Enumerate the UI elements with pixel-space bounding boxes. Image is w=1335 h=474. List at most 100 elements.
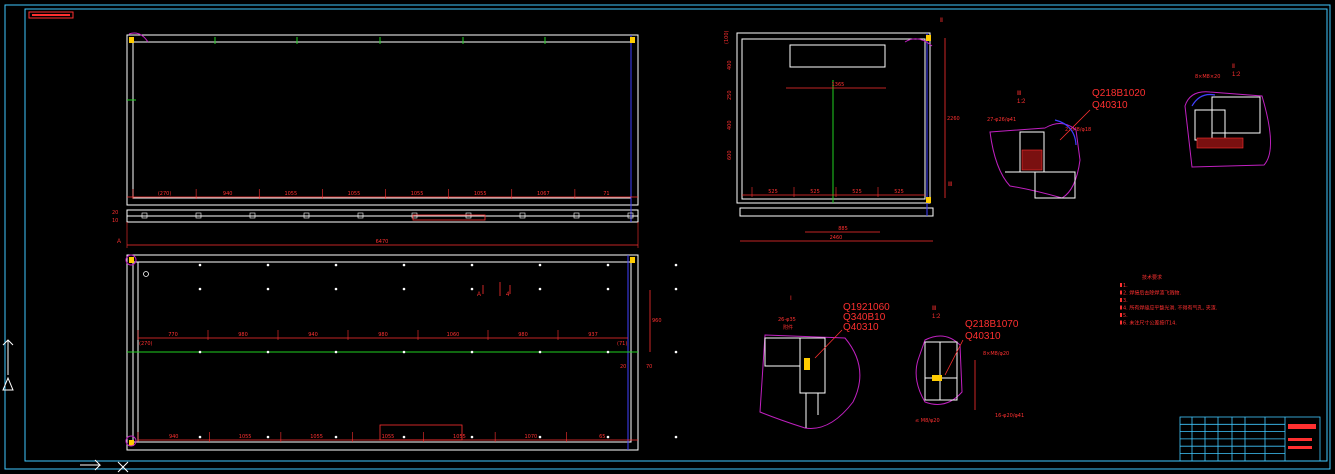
- bottom-hole-18: [334, 350, 338, 354]
- title-block-name: [1288, 424, 1316, 429]
- bottom-hole-29: [538, 435, 542, 439]
- top-fastener-6: [465, 212, 472, 219]
- bottom-hole-10: [334, 287, 338, 291]
- top-left-height-a: 20: [112, 210, 118, 216]
- end-top-right-mark: Ⅱ: [940, 18, 943, 24]
- technical-notes[interactable]: 技术要求 1.2. 焊接后去除焊渣飞溅物.3.4. 所有焊缝应平整光滑, 不得有…: [1120, 274, 1218, 327]
- end-view-detail-arc: [904, 38, 933, 47]
- detail-1-accent: [1054, 119, 1077, 146]
- top-dim-1: 940: [223, 191, 233, 197]
- bottom-low-dim-3: 1055: [382, 434, 395, 440]
- top-fastener-3: [303, 212, 310, 219]
- top-view-corner-marks: [129, 37, 635, 43]
- top-dim-6: 1067: [537, 191, 550, 197]
- note-bullet-0: [1120, 283, 1122, 287]
- bottom-hole-17: [266, 350, 270, 354]
- top-view-center-ticks: [127, 37, 546, 101]
- bottom-hole-23: [674, 350, 678, 354]
- bottom-hole-0: [198, 263, 202, 267]
- bottom-hole-15: [674, 287, 678, 291]
- detail-3-code2: Q340B10: [843, 312, 886, 323]
- bottom-right-tag: (71): [617, 341, 627, 347]
- top-left-marker: A: [117, 239, 121, 245]
- bottom-hole-13: [538, 287, 542, 291]
- top-fastener-0: [141, 212, 148, 219]
- bottom-view-bolt-holes: [198, 263, 678, 439]
- end-top-dim: 1365: [832, 82, 845, 88]
- bottom-right-small-b: 70: [646, 364, 652, 370]
- note-bullet-4: [1120, 313, 1122, 317]
- note-line-1: 2. 焊接后去除焊渣飞溅物.: [1123, 290, 1181, 297]
- bottom-view-corner-marks: [129, 257, 635, 446]
- detail-3[interactable]: Ⅰ Q1921060 Q340B10 Q40310 26-φ35 附件: [759, 296, 890, 429]
- bottom-low-dim-6: 65: [599, 434, 605, 440]
- detail-3-insert: [804, 358, 810, 370]
- bottom-mid-dim-4: 1060: [447, 332, 460, 338]
- drawing-number-fill: [32, 14, 70, 16]
- note-bullet-5: [1120, 320, 1122, 325]
- detail-1-code2: Q40310: [1092, 100, 1128, 111]
- bottom-section-marker: [482, 282, 511, 296]
- note-bullet-2: [1120, 298, 1122, 302]
- bottom-mid-dim-0: 770: [168, 332, 178, 338]
- title-block[interactable]: [1179, 416, 1321, 462]
- top-fastener-9: [627, 212, 634, 219]
- detail-4-mark: Ⅲ: [932, 306, 936, 312]
- detail-4-insert: [932, 375, 942, 381]
- detail-4[interactable]: Ⅲ 1:2 Q218B1070 Q40310 8×M8/φ20 16-φ20/φ…: [915, 306, 1024, 424]
- detail-1-scale: 1:2: [1017, 99, 1026, 105]
- detail-3-section: [764, 337, 826, 428]
- note-line-2: 3.: [1123, 298, 1128, 304]
- top-fastener-5: [411, 212, 418, 219]
- bottom-hole-26: [334, 435, 338, 439]
- note-line-5: 6. 未注尺寸公差按IT14.: [1123, 320, 1177, 327]
- top-fastener-2: [249, 212, 256, 219]
- top-fastener-4: [357, 212, 364, 219]
- bottom-section-label-b: 4: [506, 292, 510, 298]
- end-width-dim: 2460: [830, 235, 843, 241]
- detail-2-section: [1194, 96, 1261, 141]
- end-bottom-dim-2: 525: [852, 189, 862, 195]
- bottom-hole-16: [198, 350, 202, 354]
- bottom-hole-11: [402, 287, 406, 291]
- end-left-dim-0: 400: [727, 60, 733, 70]
- bottom-hole-27: [402, 435, 406, 439]
- note-line-0: 1.: [1123, 283, 1128, 289]
- sheet-frame: [4, 4, 1331, 470]
- top-dim-0: (270): [158, 191, 171, 197]
- note-bullet-1: [1120, 290, 1122, 295]
- bottom-low-dim-5: 1070: [524, 434, 537, 440]
- detail-1[interactable]: Ⅲ 1:2 Q218B1020 Q40310 27-φ26/φ41 2×M8/φ…: [987, 88, 1146, 199]
- end-left-dim-1: 250: [727, 90, 733, 100]
- end-inner-dim: 885: [838, 226, 848, 232]
- detail-2[interactable]: Ⅱ 1:2 8×M8×20: [1184, 64, 1272, 168]
- detail-3-code3: Q40310: [843, 322, 879, 333]
- detail-3-outline: [759, 334, 861, 429]
- detail-4-code1: Q218B1070: [965, 319, 1019, 330]
- drawing-number-box: [28, 11, 74, 19]
- detail-3-leader: [814, 329, 843, 359]
- note-line-4: 5.: [1123, 313, 1128, 319]
- top-fastener-1: [195, 212, 202, 219]
- bottom-mid-dim-3: 980: [378, 332, 388, 338]
- top-dim-7: 71: [603, 191, 609, 197]
- detail-4-code2: Q40310: [965, 331, 1001, 342]
- top-fastener-8: [573, 212, 580, 219]
- detail-4-side-note: ≤ M8/φ20: [915, 418, 940, 424]
- detail-2-outline: [1184, 91, 1272, 168]
- bottom-hole-5: [538, 263, 542, 267]
- top-dim-4: 1055: [411, 191, 424, 197]
- detail-1-mark: Ⅲ: [1017, 91, 1021, 97]
- top-left-height-b: 10: [112, 218, 118, 224]
- bottom-mid-dim-6: 937: [588, 332, 598, 338]
- title-block-name-2: [1288, 438, 1312, 441]
- detail-4-note: 8×M8/φ20: [983, 351, 1009, 357]
- top-dim-2: 1055: [284, 191, 297, 197]
- bottom-view-detail-circle-lower: [125, 435, 137, 447]
